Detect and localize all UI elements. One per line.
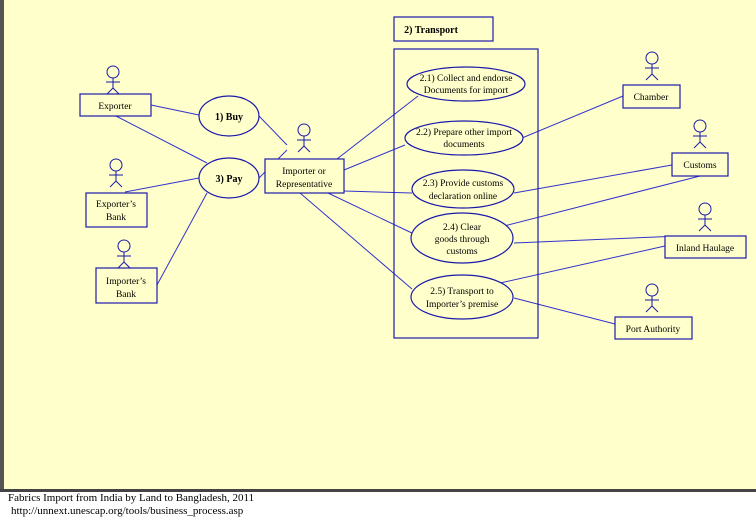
footer-caption: Fabrics Import from India by Land to Ban… (8, 492, 255, 504)
actor-label: Customs (683, 161, 717, 171)
use-case-label: 2.4) Clear (443, 222, 482, 233)
use-case-buy: 1) Buy (198, 95, 260, 137)
use-case-2-1: 2.1) Collect and endorse Documents for i… (406, 66, 526, 102)
footer: Fabrics Import from India by Land to Ban… (8, 492, 254, 518)
actor-exporters-bank: Exporter’s Bank (85, 192, 148, 228)
use-case-label: 2.2) Prepare other import (416, 127, 512, 138)
actor-label: Importer or (282, 167, 326, 177)
use-case-2-4: 2.4) Clear goods through customs (410, 212, 514, 264)
diagram-canvas: 2) Transport Exporter Exporter’s Bank Im… (0, 0, 756, 489)
actor-customs: Customs (671, 152, 729, 177)
associations (115, 95, 701, 325)
use-case-2-3: 2.3) Provide customs declaration online (411, 169, 515, 209)
actor-label: Exporter’s (96, 200, 136, 210)
use-case-2-2: 2.2) Prepare other import documents (404, 120, 524, 156)
use-case-label: Documents for import (424, 85, 509, 96)
actor-icon-importers-bank (117, 239, 131, 269)
system-title-box (393, 16, 494, 42)
actor-label: Importer’s (106, 277, 146, 287)
actor-icon-exporters-bank (109, 158, 123, 188)
footer-url: http://unnext.unescap.org/tools/business… (11, 505, 244, 517)
actor-icon-inland-haulage (698, 202, 712, 232)
actor-icon-exporter (106, 65, 120, 95)
actor-port-authority: Port Authority (614, 316, 693, 340)
actor-exporter: Exporter (79, 93, 152, 117)
actor-inland-haulage: Inland Haulage (664, 235, 747, 259)
system-title: 2) Transport (404, 25, 458, 36)
stick-figure-icons (106, 51, 712, 313)
actor-icon-customs (693, 119, 707, 149)
actor-label: Exporter (98, 102, 132, 112)
actor-label: Port Authority (626, 325, 681, 335)
system-boundary (393, 48, 539, 339)
actor-importer: Importer or Representative (264, 158, 345, 194)
use-case-label: 2.3) Provide customs (423, 178, 504, 189)
actor-importers-bank: Importer’s Bank (95, 267, 158, 304)
actor-label: Representative (276, 180, 332, 190)
use-case-label: 1) Buy (215, 112, 243, 123)
use-case-label: 2.5) Transport to (430, 286, 494, 297)
left-border (0, 0, 4, 489)
actor-chamber: Chamber (622, 84, 681, 109)
use-case-label: customs (446, 247, 477, 257)
actor-label: Chamber (634, 93, 670, 103)
actor-label: Bank (106, 213, 126, 223)
actor-icon-importer (297, 123, 311, 153)
use-case-label: documents (443, 140, 484, 150)
use-case-label: goods through (435, 235, 490, 245)
use-case-label: 2.1) Collect and endorse (420, 73, 513, 84)
actor-icon-chamber (645, 51, 659, 81)
use-case-label: declaration online (429, 192, 497, 202)
use-case-2-5: 2.5) Transport to Importer’s premise (410, 274, 514, 320)
use-case-pay: 3) Pay (198, 157, 260, 199)
actor-icon-port-authority (645, 283, 659, 313)
footer-separator (0, 489, 756, 492)
actor-label: Bank (116, 290, 136, 300)
use-case-label: 3) Pay (216, 174, 243, 185)
use-case-label: Importer’s premise (426, 300, 498, 310)
actor-label: Inland Haulage (676, 244, 734, 254)
use-case-diagram: 2) Transport Exporter Exporter’s Bank Im… (79, 16, 747, 340)
